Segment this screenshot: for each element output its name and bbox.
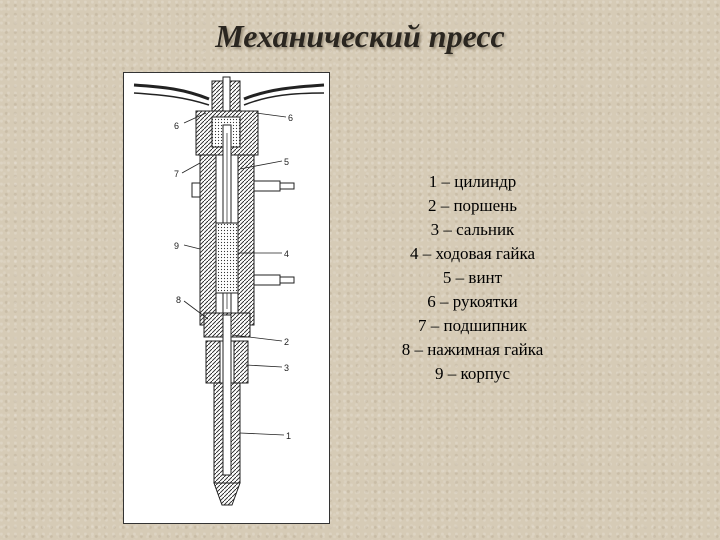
lug-lower xyxy=(253,274,281,286)
handle-right xyxy=(243,83,325,101)
piston xyxy=(222,314,232,476)
legend-item-handles: 6 – рукоятки xyxy=(427,292,518,311)
callout-4: 4 xyxy=(284,249,289,259)
legend-item-pressing-nut: 8 – нажимная гайка xyxy=(401,340,544,359)
callout-3: 3 xyxy=(284,363,289,373)
callout-2: 2 xyxy=(284,337,289,347)
callout-5: 5 xyxy=(284,157,289,167)
callout-7: 7 xyxy=(174,169,179,179)
legend-item-bearing: 7 – подшипник xyxy=(418,316,527,335)
legend-item-cylinder: 1 – цилиндр xyxy=(428,172,517,191)
legend-item-gland: 3 – сальник xyxy=(430,220,515,239)
callout-1: 1 xyxy=(286,431,291,441)
callout-6-left: 6 xyxy=(174,121,179,131)
handle-right-inner xyxy=(243,92,325,106)
press-cross-section: 6 6 7 5 4 9 8 2 3 1 xyxy=(133,76,325,506)
handle-left xyxy=(133,83,210,101)
callout-9: 9 xyxy=(174,241,179,251)
legend-item-body: 9 – корпус xyxy=(434,364,511,383)
callout-6-right: 6 xyxy=(288,113,293,123)
handle-left-inner xyxy=(133,92,210,106)
legend-item-traveling-nut: 4 – ходовая гайка xyxy=(409,244,536,263)
slide-title: Механический пресс xyxy=(215,18,505,54)
lug-upper xyxy=(253,180,281,192)
parts-legend: 1 – цилиндр 2 – поршень 3 – сальник 4 – … xyxy=(370,170,575,386)
press-drawing: 6 6 7 5 4 9 8 2 3 1 xyxy=(123,72,330,524)
traveling-nut xyxy=(215,222,239,294)
legend-item-piston: 2 – поршень xyxy=(427,196,518,215)
callout-8: 8 xyxy=(176,295,181,305)
legend-item-screw: 5 – винт xyxy=(442,268,503,287)
